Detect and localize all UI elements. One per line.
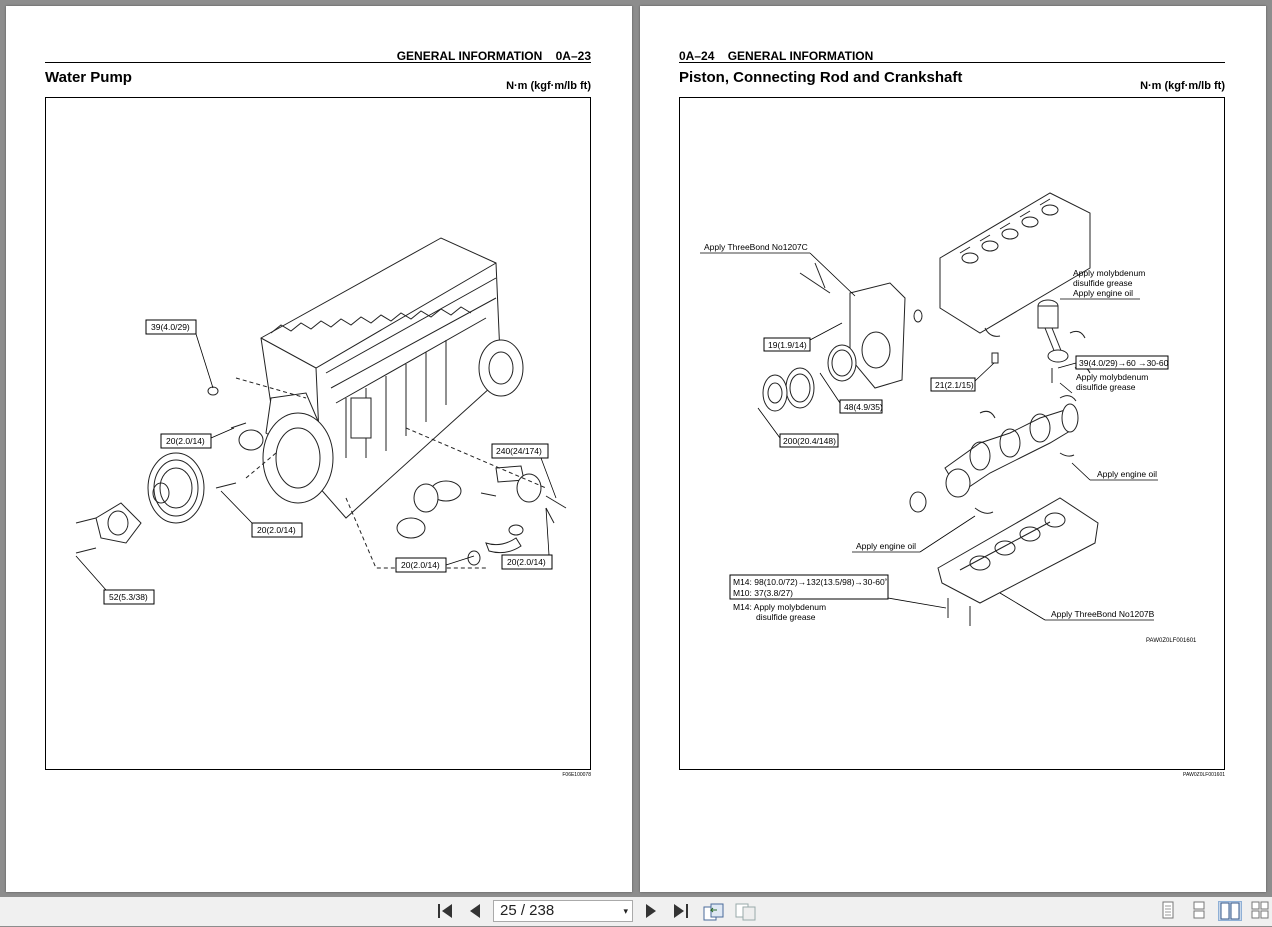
page-title: Piston, Connecting Rod and Crankshaft	[679, 69, 963, 86]
torque-label: 39(4.0/29)→60 →30-60	[1079, 358, 1169, 368]
previous-view-button[interactable]	[702, 902, 726, 927]
chevron-down-icon: ▾	[623, 906, 628, 916]
note-label: Apply engine oil	[856, 541, 916, 551]
torque-label: 48(4.9/35)	[844, 402, 883, 412]
page-header: GENERAL INFORMATION 0A–23	[45, 49, 591, 63]
note-label: Apply ThreeBond No1207C	[704, 242, 808, 252]
page-number-input[interactable]: 25 / 238 ▾	[493, 900, 633, 922]
triangle-left-icon	[470, 904, 480, 918]
torque-label: 20(2.0/14)	[401, 560, 440, 570]
torque-label: 20(2.0/14)	[257, 525, 296, 535]
torque-label: M10: 37(3.8/27)	[733, 588, 793, 598]
note-label: Apply ThreeBond No1207B	[1051, 609, 1155, 619]
next-view-button[interactable]	[734, 902, 758, 927]
torque-label: 20(2.0/14)	[507, 557, 546, 567]
single-page-icon	[1162, 901, 1174, 919]
figure-frame: Apply ThreeBond No1207C 19(1.9/14) 200(2…	[679, 97, 1225, 770]
page-title: Water Pump	[45, 69, 132, 86]
torque-labels: 39(4.0/29) 20(2.0/14) 20(2.0/14) 240(24/…	[75, 319, 557, 605]
piston-crankshaft-diagram: Apply ThreeBond No1207C 19(1.9/14) 200(2…	[700, 192, 1197, 644]
header-left: 0A–24 GENERAL INFORMATION	[679, 49, 874, 63]
continuous-view-button[interactable]	[1187, 901, 1211, 921]
note-label: disulfide grease	[756, 612, 816, 622]
single-page-view-button[interactable]	[1156, 901, 1180, 921]
next-view-icon	[735, 903, 756, 921]
continuous-facing-view-button[interactable]	[1250, 901, 1270, 921]
figure-frame: 39(4.0/29) 20(2.0/14) 20(2.0/14) 240(24/…	[45, 97, 591, 770]
note-label: M14: Apply molybdenum	[733, 602, 826, 612]
previous-page-button[interactable]	[464, 902, 486, 925]
skip-back-icon	[438, 904, 452, 918]
figure-code: PAW0Z0LF001601	[1183, 772, 1225, 778]
annotations: Apply ThreeBond No1207C 19(1.9/14) 200(2…	[700, 242, 1197, 644]
figure-code-inner: PAW0Z0LF001601	[1146, 638, 1197, 644]
note-label: Apply engine oil	[1073, 288, 1133, 298]
header-right: GENERAL INFORMATION 0A–23	[396, 49, 591, 63]
torque-label: 200(20.4/148)	[783, 436, 836, 446]
page-left: GENERAL INFORMATION 0A–23 Water Pump N·m…	[6, 6, 632, 892]
torque-label: 21(2.1/15)	[935, 380, 974, 390]
note-label: Apply molybdenum	[1076, 372, 1148, 382]
torque-label: M14: 98(10.0/72)→132(13.5/98)→30-60˚	[733, 577, 888, 587]
facing-pages-icon	[1220, 902, 1240, 920]
next-page-button[interactable]	[640, 902, 662, 925]
page-header: 0A–24 GENERAL INFORMATION	[679, 49, 1225, 63]
figure-code: F06E100078	[562, 772, 591, 778]
torque-label: 20(2.0/14)	[166, 436, 205, 446]
note-label: disulfide grease	[1076, 382, 1136, 392]
torque-label: 19(1.9/14)	[768, 340, 807, 350]
unit-label: N·m (kgf·m/lb ft)	[506, 80, 591, 92]
torque-label: 39(4.0/29)	[151, 322, 190, 332]
unit-label: N·m (kgf·m/lb ft)	[1140, 80, 1225, 92]
water-pump-parts	[75, 377, 567, 569]
last-page-button[interactable]	[670, 902, 692, 925]
skip-forward-icon	[674, 904, 688, 918]
note-label: Apply engine oil	[1097, 469, 1157, 479]
page-right: 0A–24 GENERAL INFORMATION Piston, Connec…	[640, 6, 1266, 892]
continuous-page-icon	[1193, 901, 1205, 919]
engine-parts-drawing	[762, 192, 1099, 626]
continuous-facing-icon	[1251, 901, 1269, 919]
water-pump-diagram: 39(4.0/29) 20(2.0/14) 20(2.0/14) 240(24/…	[75, 237, 567, 605]
page-number-text: 25 / 238	[500, 902, 555, 919]
note-label: disulfide grease	[1073, 278, 1133, 288]
torque-label: 52(5.3/38)	[109, 592, 148, 602]
note-label: Apply molybdenum	[1073, 268, 1145, 278]
first-page-button[interactable]	[434, 902, 456, 925]
torque-label: 240(24/174)	[496, 446, 542, 456]
triangle-right-icon	[646, 904, 656, 918]
viewer-toolbar: 25 / 238 ▾	[0, 897, 1272, 926]
facing-view-button[interactable]	[1218, 901, 1242, 921]
previous-view-icon	[703, 903, 724, 921]
